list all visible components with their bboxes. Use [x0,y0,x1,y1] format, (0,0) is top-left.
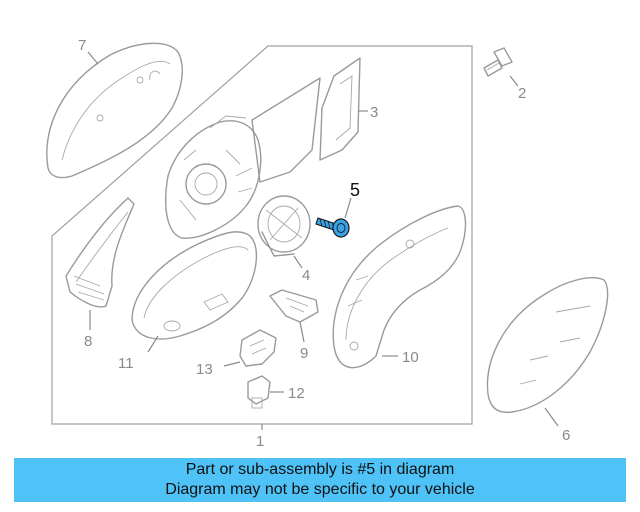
part-10-glass-holder [332,205,467,369]
callout-7: 7 [78,37,86,54]
leader-lines [87,51,559,430]
part-4-actuator [257,195,311,257]
callout-4: 4 [302,267,310,284]
info-banner: Part or sub-assembly is #5 in diagram Di… [14,458,626,502]
callout-9: 9 [300,345,308,362]
part-12-connector [247,375,271,409]
part-9-bracket [269,289,319,323]
part-13-clip [239,329,277,367]
part-7-mirror-cover [46,42,183,179]
callout-13: 13 [196,361,213,378]
callout-6: 6 [562,427,570,444]
part-6-mirror-glass [486,277,609,414]
assembly-boundary [51,45,473,425]
callout-3: 3 [370,104,378,121]
part-5-screw-highlighted [315,217,350,238]
banner-line-2: Diagram may not be specific to your vehi… [165,481,475,498]
callout-1: 1 [256,433,264,450]
banner-line-1: Part or sub-assembly is #5 in diagram [185,461,455,478]
parts-diagram: 7 2 3 4 5 8 9 10 11 12 13 6 1 [46,37,609,450]
callout-11: 11 [118,355,134,372]
part-3-seal [319,57,361,161]
callout-10: 10 [402,349,419,366]
part-11-lower-housing [131,231,258,340]
part-8-turn-signal [65,197,135,308]
callout-8: 8 [84,333,92,350]
callout-12: 12 [288,385,305,402]
callout-5: 5 [350,180,360,200]
mirror-base-frame [165,77,321,239]
part-2-bolt [483,47,513,77]
callout-2: 2 [518,85,526,102]
